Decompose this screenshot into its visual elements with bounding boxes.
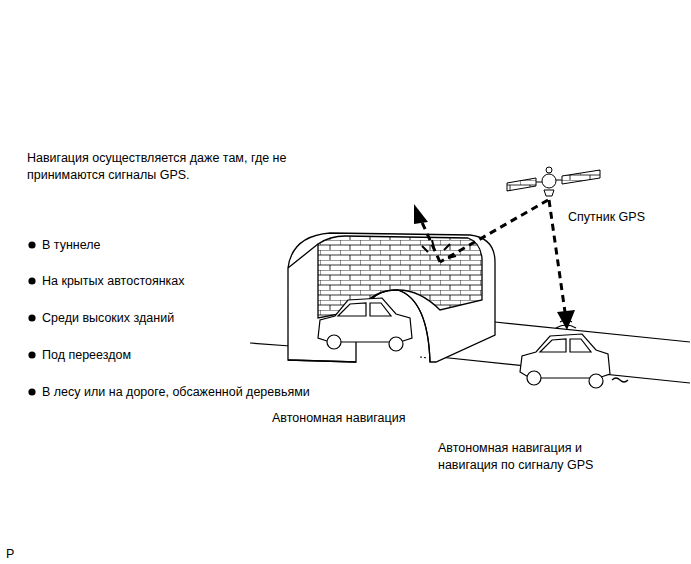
gps-signal-paths [420,200,565,312]
bullet-dots [28,241,35,395]
bullet-item: Под переездом [42,347,302,364]
satellite-label: Спутник GPS [568,209,678,226]
note-text: Навигация осуществляется даже там, где н… [27,150,327,184]
page-mark: P [6,546,36,563]
tunnel [288,233,495,362]
bullet-item: Среди высоких зданий [42,310,302,327]
caption-label: Автономная навигация [272,410,472,427]
arrow-heads [414,204,575,330]
bullet-item: В лесу или на дороге, обсаженной деревья… [42,384,372,401]
gps-satellite [507,167,600,196]
reflection-marks [422,240,456,258]
car-on-road [520,320,628,388]
bullet-item: На крытых автостоянках [42,273,302,290]
car-in-tunnel [318,298,412,351]
bullet-item: В туннеле [42,237,302,254]
caption-label: Автономная навигация и навигация по сигн… [438,440,616,474]
